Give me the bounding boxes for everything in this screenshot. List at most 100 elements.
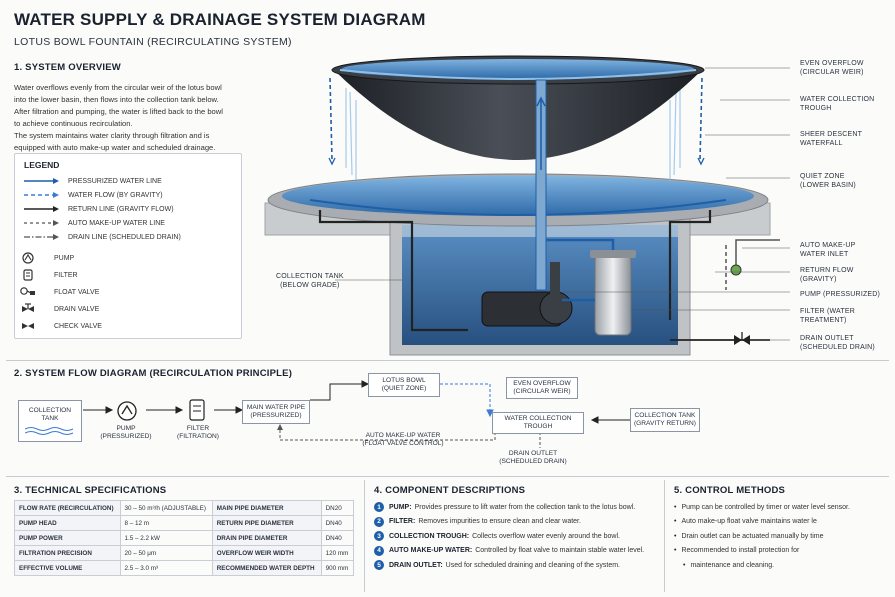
callout-return-flow: RETURN FLOW(GRAVITY) [800, 266, 854, 284]
flow-label: COLLECTION [28, 406, 72, 414]
pump-icon [22, 252, 40, 264]
legend-symbol-check-valve: CHECK VALVE [22, 320, 102, 332]
spec-value: DN40 [320, 530, 355, 546]
makeup-line-icon [24, 220, 59, 226]
flow-arrows [83, 380, 630, 448]
legend-symbol-label: CHECK VALVE [54, 322, 102, 330]
specs-heading: 3. TECHNICAL SPECIFICATIONS [14, 485, 167, 496]
callout-text: FILTER (WATER TREATMENT) [800, 308, 855, 324]
legend-line-drain: DRAIN LINE (SCHEDULED DRAIN) [24, 231, 181, 243]
list-item: Drain outlet can be actuated manually by… [674, 529, 889, 544]
item-number: 2 [374, 516, 384, 527]
legend-line-label: WATER FLOW (BY GRAVITY) [68, 191, 163, 199]
flow-label: TROUGH [523, 423, 553, 430]
legend-line-label: AUTO MAKE-UP WATER LINE [68, 219, 165, 227]
flow-label: (CIRCULAR WEIR) [513, 388, 571, 395]
flow-pump-icon [117, 401, 137, 421]
callout-text: EVEN OVERFLOW [800, 60, 864, 67]
overview-line: Water overflows evenly from the circular… [14, 83, 222, 92]
filter-icon [23, 269, 40, 281]
column-divider [364, 480, 365, 592]
component-name: AUTO MAKE-UP WATER: [389, 547, 473, 555]
spec-value: DN20 [320, 500, 355, 516]
item-number: 1 [374, 502, 384, 513]
callout-text: SHEER DESCENT [800, 131, 863, 138]
flow-label: EVEN OVERFLOW [513, 380, 571, 387]
list-item: Pump can be controlled by timer or water… [674, 500, 889, 515]
fountain-illustration [264, 55, 790, 356]
spec-value: 1.5 – 2.2 kW [119, 530, 213, 546]
flow-label: (QUIET ZONE) [381, 385, 427, 392]
callout-drain-outlet: DRAIN OUTLET(SCHEDULED DRAIN) [800, 334, 875, 352]
flow-label: PUMP [116, 425, 136, 432]
drain-valve-icon [22, 303, 40, 315]
overview-line: The system maintains water clarity throu… [14, 131, 210, 140]
column-divider [664, 480, 665, 592]
spec-key: FLOW RATE (RECIRCULATION) [14, 500, 121, 516]
callout-text: (BELOW GRADE) [280, 282, 340, 289]
float-valve-icon [20, 286, 40, 298]
spec-key: PUMP HEAD [14, 515, 121, 531]
return-pipe-left [318, 210, 468, 332]
flow-label: DRAIN OUTLET [508, 450, 558, 457]
legend-line-return: RETURN LINE (GRAVITY FLOW) [24, 203, 174, 215]
legend-symbol-filter: FILTER [23, 269, 78, 281]
item-number: 3 [374, 531, 384, 542]
flow-label: (PRESSURIZED) [100, 433, 152, 440]
filter-tank [594, 254, 632, 336]
flow-tank-return: COLLECTION TANK(GRAVITY RETURN) [630, 408, 700, 432]
spec-value: 20 – 50 μm [119, 545, 213, 561]
flow-filter-label: FILTER(FILTRATION) [168, 425, 228, 441]
list-item-continued: maintenance and cleaning. [674, 558, 889, 573]
spec-key: MAIN PIPE DIAMETER [211, 500, 322, 516]
spec-key: EFFECTIVE VOLUME [14, 560, 121, 576]
spec-value: 900 mm [320, 560, 355, 576]
flow-pump-label: PUMP(PRESSURIZED) [96, 425, 156, 441]
overview-line: After filtration and pumping, the water … [14, 107, 223, 116]
section-divider [6, 360, 889, 361]
legend-line-gravity: WATER FLOW (BY GRAVITY) [24, 189, 163, 201]
spec-value: 30 – 50 m³/h (ADJUSTABLE) [119, 500, 213, 516]
control-list: Pump can be controlled by timer or water… [674, 500, 889, 573]
flow-label: COLLECTION TANK [634, 412, 696, 419]
overview-text: Water overflows evenly from the circular… [14, 82, 264, 154]
table-row: FLOW RATE (RECIRCULATION)30 – 50 m³/h (A… [14, 500, 355, 516]
main-riser-pipe [535, 79, 547, 291]
spec-value: 2.5 – 3.0 m³ [119, 560, 213, 576]
flow-label: LOTUS BOWL [382, 377, 426, 384]
flow-label: WATER COLLECTION [504, 415, 572, 422]
flow-label: (SCHEDULED DRAIN) [499, 458, 567, 465]
callout-collection-tank: COLLECTION TANK(BELOW GRADE) [276, 272, 344, 290]
spec-value: 120 mm [320, 545, 355, 561]
callout-text: PUMP (PRESSURIZED) [800, 291, 881, 298]
check-valve-icon [22, 320, 40, 332]
drain-line-icon [24, 234, 59, 240]
list-item: Auto make-up float valve maintains water… [674, 515, 889, 530]
flow-label: (FILTRATION) [177, 433, 219, 440]
callout-even-overflow: EVEN OVERFLOW (CIRCULAR WEIR) [800, 59, 864, 77]
component-name: COLLECTION TROUGH: [389, 532, 470, 540]
flow-even-overflow: EVEN OVERFLOW(CIRCULAR WEIR) [506, 377, 578, 399]
legend-symbol-label: DRAIN VALVE [54, 305, 100, 313]
overview-heading: 1. SYSTEM OVERVIEW [14, 62, 121, 73]
spec-key: FILTRATION PRECISION [14, 545, 121, 561]
callout-text: (CIRCULAR WEIR) [800, 69, 864, 76]
pressurized-line-icon [24, 178, 59, 184]
return-line-icon [24, 206, 59, 212]
component-text: Collects overflow water evenly around th… [472, 532, 620, 540]
component-text: Controlled by float valve to maintain st… [475, 547, 645, 555]
spec-key: RETURN PIPE DIAMETER [211, 515, 322, 531]
component-text: Provides pressure to lift water from the… [414, 503, 636, 511]
legend-symbol-label: FLOAT VALVE [54, 288, 100, 296]
callout-pump: PUMP (PRESSURIZED) [800, 290, 880, 299]
